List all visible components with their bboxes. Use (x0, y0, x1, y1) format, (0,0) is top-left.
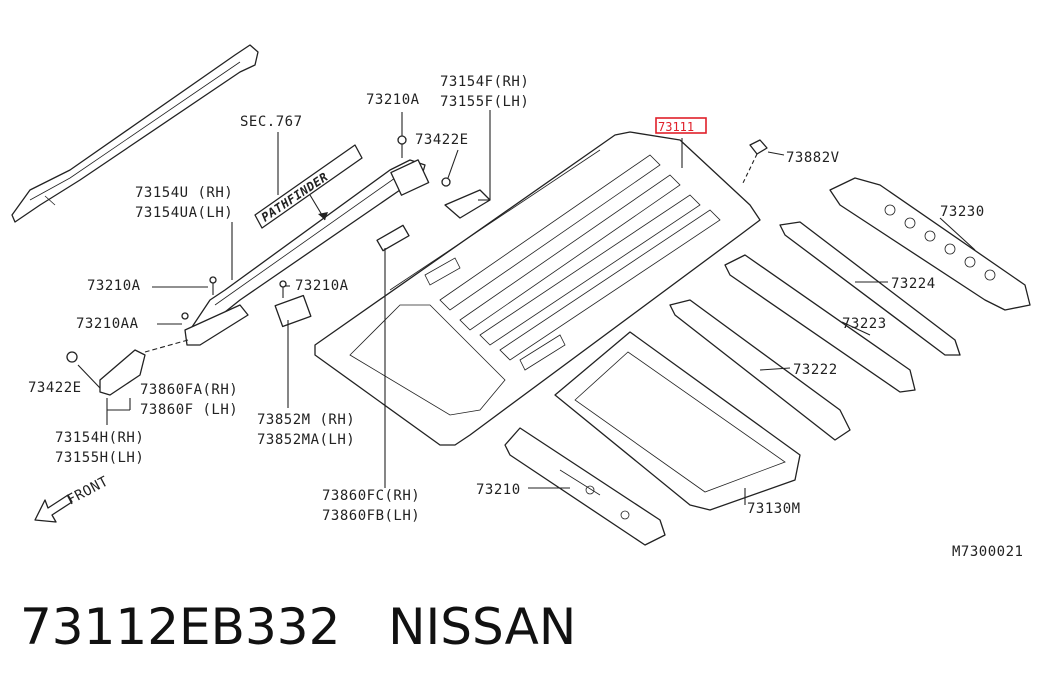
label-73230: 73230 (940, 204, 985, 220)
label-73422E-left: 73422E (28, 380, 82, 396)
badge-text: PATHFINDER (259, 170, 331, 225)
label-73155F: 73155F(LH) (440, 94, 529, 110)
front-arrow-icon: FRONT (34, 473, 111, 523)
label-73210A-left: 73210A (87, 278, 141, 294)
label-73210AA: 73210AA (76, 316, 139, 332)
label-73860FA: 73860FA(RH) (140, 382, 238, 398)
label-73852MA: 73852MA(LH) (257, 432, 355, 448)
front-label: FRONT (64, 473, 111, 508)
front-header-part (504, 427, 666, 546)
label-73224: 73224 (891, 276, 936, 292)
label-73222: 73222 (793, 362, 838, 378)
label-73852M: 73852M (RH) (257, 412, 355, 428)
label-73130M: 73130M (747, 501, 801, 517)
label-73422E-top: 73422E (415, 132, 469, 148)
label-73154U: 73154U (RH) (135, 185, 233, 201)
diagram-code: M7300021 (952, 544, 1023, 560)
label-73882V: 73882V (786, 150, 840, 166)
part-labels: 73154F(RH) 73155F(LH) 73210A SEC.767 734… (28, 74, 985, 524)
part-number: 73112EB332 (20, 598, 341, 656)
label-sec-767: SEC.767 (240, 114, 303, 130)
label-73154F: 73154F(RH) (440, 74, 529, 90)
roof-panel-part (314, 131, 761, 446)
label-73210A-top: 73210A (366, 92, 420, 108)
brand-name: NISSAN (388, 598, 577, 656)
label-73860FB: 73860FB(LH) (322, 508, 420, 524)
rear-header-part (829, 177, 1031, 311)
label-73154H: 73154H(RH) (55, 430, 144, 446)
roof-rail-part (11, 44, 259, 223)
clip-parts (66, 135, 768, 396)
label-73860FC: 73860FC(RH) (322, 488, 420, 504)
label-73155H: 73155H(LH) (55, 450, 144, 466)
label-73223: 73223 (842, 316, 887, 332)
label-73210: 73210 (476, 482, 521, 498)
footer-caption: 73112EB332 NISSAN (20, 598, 576, 656)
label-73111: 73111 (658, 120, 694, 134)
label-73860F: 73860F (LH) (140, 402, 238, 418)
leader-lines (77, 110, 976, 505)
sunroof-frame-part (554, 331, 801, 511)
highlighted-part-label: 73111 (655, 117, 707, 134)
label-73154UA: 73154UA(LH) (135, 205, 233, 221)
label-73210A-mid: 73210A (295, 278, 349, 294)
